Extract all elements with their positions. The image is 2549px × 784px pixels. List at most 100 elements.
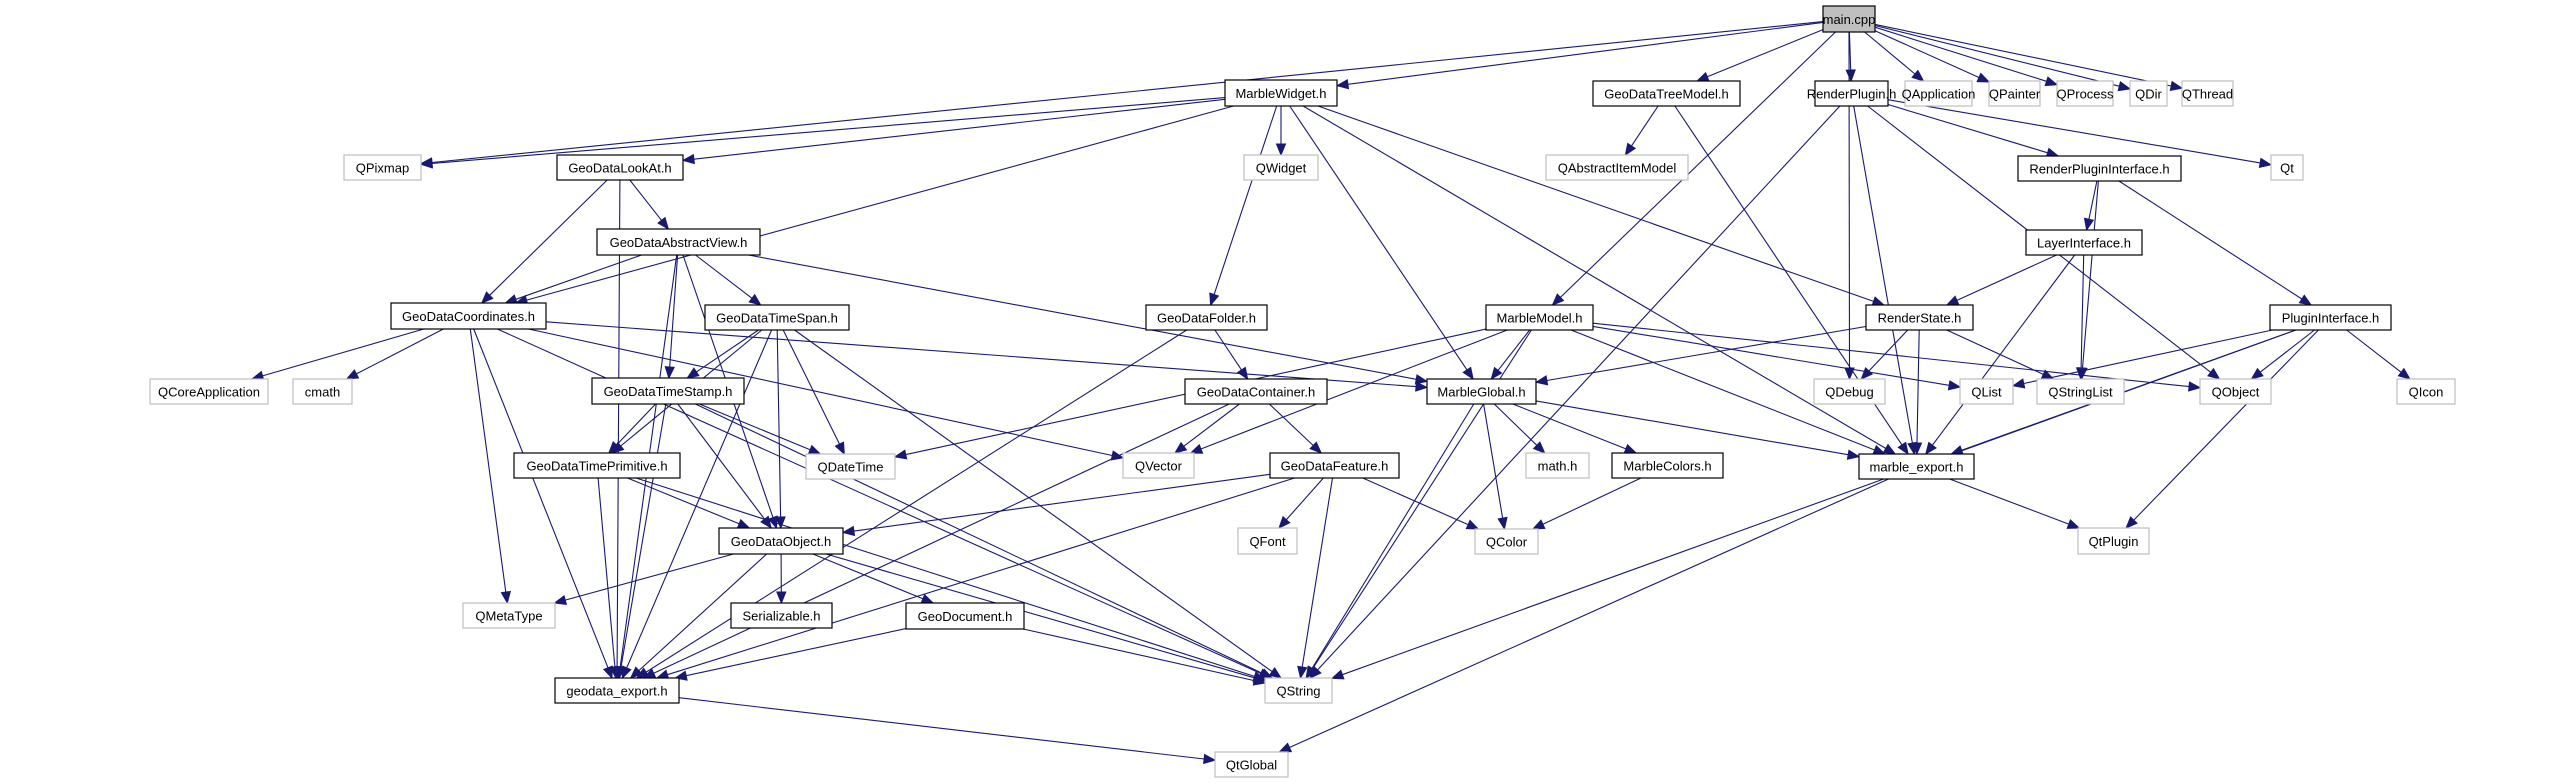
edge-geo-data-object-h-to-qmeta-type — [553, 553, 734, 605]
node-label: QColor — [1486, 535, 1528, 550]
edge-marble-model-h-to-qobject — [1592, 322, 2202, 392]
node-label: QtPlugin — [2089, 534, 2139, 549]
node-plugin-interface-h[interactable]: PluginInterface.h — [2269, 304, 2392, 331]
node-qt-global: QtGlobal — [1214, 751, 1289, 778]
edge-render-plugin-interface-h-to-plugin-interface-h — [2118, 180, 2313, 306]
node-geo-data-time-primitive-h[interactable]: GeoDataTimePrimitive.h — [513, 452, 681, 479]
edge-geo-data-time-primitive-h-to-qstring — [635, 477, 1267, 682]
edge-geo-data-abstract-view-h-to-marble-global-h — [748, 254, 1429, 385]
edge-marble-model-h-to-marble-global-h — [1490, 329, 1531, 381]
edge-line — [565, 553, 734, 601]
node-label: QApplication — [1902, 87, 1976, 102]
node-geo-data-time-stamp-h[interactable]: GeoDataTimeStamp.h — [591, 377, 745, 405]
node-label: cmath — [305, 385, 340, 400]
edge-line — [1512, 403, 1627, 450]
edge-line — [627, 477, 740, 525]
arrowhead-icon — [1949, 445, 1964, 456]
arrowhead-icon — [1305, 665, 1317, 680]
node-marble-model-h[interactable]: MarbleModel.h — [1485, 304, 1594, 331]
node-geo-data-abstract-view-h[interactable]: GeoDataAbstractView.h — [596, 228, 761, 256]
edge-line — [638, 553, 768, 672]
node-geo-data-tree-model-h[interactable]: GeoDataTreeModel.h — [1592, 80, 1741, 107]
arrowhead-icon — [1897, 441, 1909, 456]
node-label: geodata_export.h — [566, 684, 667, 699]
node-geo-data-coordinates-h[interactable]: GeoDataCoordinates.h — [390, 302, 547, 330]
edge-plugin-interface-h-to-qobject — [2250, 329, 2315, 380]
node-geo-data-container-h[interactable]: GeoDataContainer.h — [1184, 378, 1328, 405]
node-cmath: cmath — [292, 378, 353, 405]
node-render-plugin-h[interactable]: RenderPlugin.h — [1807, 80, 1897, 107]
node-label: QDir — [2135, 87, 2162, 102]
node-geo-data-folder-h[interactable]: GeoDataFolder.h — [1145, 304, 1268, 331]
edge-main-cpp-to-geo-data-tree-model-h — [1695, 29, 1824, 82]
edge-geo-data-container-h-to-qvector — [1173, 403, 1240, 454]
edge-geo-data-time-span-h-to-qdate-time — [782, 329, 845, 456]
node-label: RenderPluginInterface.h — [2029, 162, 2169, 177]
arrowhead-icon — [1209, 292, 1220, 307]
edge-line — [1302, 105, 1886, 449]
arrowhead-icon — [1203, 753, 1217, 765]
node-geo-data-look-at-h[interactable]: GeoDataLookAt.h — [556, 154, 684, 181]
node-qstring: QString — [1264, 677, 1333, 704]
node-geo-data-feature-h[interactable]: GeoDataFeature.h — [1269, 452, 1400, 479]
node-marble-colors-h[interactable]: MarbleColors.h — [1611, 452, 1724, 479]
edge-marble-widget-h-to-geo-data-coordinates-h — [514, 105, 1234, 305]
node-serializable-h[interactable]: Serializable.h — [730, 602, 833, 629]
node-label: MarbleColors.h — [1623, 459, 1711, 474]
node-main-cpp[interactable]: main.cpp — [1822, 5, 1876, 33]
node-box — [556, 154, 684, 181]
node-label: QPixmap — [356, 161, 409, 176]
edge-main-cpp-to-render-plugin-h — [1845, 31, 1856, 83]
edge-geo-data-feature-h-to-qstring — [1297, 477, 1334, 680]
arrowhead-icon — [504, 294, 519, 305]
node-render-state-h[interactable]: RenderState.h — [1865, 304, 1974, 331]
arrowhead-icon — [2169, 80, 2184, 92]
arrowhead-icon — [480, 291, 494, 304]
node-qdate-time: QDateTime — [805, 453, 896, 480]
edge-render-state-h-to-marble-global-h — [1534, 325, 1867, 386]
node-render-plugin-interface-h[interactable]: RenderPluginInterface.h — [2017, 155, 2182, 182]
node-box — [513, 452, 681, 479]
node-layer-interface-h[interactable]: LayerInterface.h — [2025, 229, 2143, 256]
arrowhead-icon — [1945, 295, 1960, 306]
edge-line — [1887, 99, 2261, 164]
node-box — [1988, 80, 2041, 107]
node-marble-widget-h[interactable]: MarbleWidget.h — [1224, 79, 1338, 107]
edge-line — [1214, 329, 1242, 371]
edge-layer-interface-h-to-render-state-h — [1945, 254, 2057, 306]
edge-line — [1497, 329, 1531, 371]
edge-marble-model-h-to-qlist — [1592, 325, 1962, 391]
edge-line — [1592, 325, 1950, 386]
edge-geo-data-object-h-to-geodata-export-h — [629, 553, 768, 679]
node-label: GeoDataTreeModel.h — [1604, 87, 1729, 102]
node-geo-document-h[interactable]: GeoDocument.h — [905, 602, 1025, 630]
arrowhead-icon — [2066, 519, 2081, 529]
edge-geo-data-coordinates-h-to-cmath — [345, 328, 444, 380]
arrowhead-icon — [602, 665, 613, 680]
node-label: Serializable.h — [742, 609, 820, 624]
node-geo-data-object-h[interactable]: GeoDataObject.h — [718, 527, 844, 555]
edge-main-cpp-to-marble-widget-h — [1335, 21, 1824, 90]
node-box — [1611, 452, 1724, 479]
node-label: QThread — [2182, 87, 2233, 102]
arrowhead-icon — [2083, 217, 2095, 232]
node-box — [1184, 378, 1328, 405]
node-qpainter: QPainter — [1988, 80, 2041, 107]
edge-line — [1289, 478, 1889, 749]
edge-line — [748, 254, 1417, 380]
arrowhead-icon — [1911, 69, 1925, 82]
node-marble-global-h[interactable]: MarbleGlobal.h — [1426, 378, 1537, 405]
edge-marble-widget-h-to-marble-global-h — [1289, 105, 1474, 381]
edge-marble-global-h-to-marble-colors-h — [1512, 403, 1638, 454]
edge-geo-data-feature-h-to-geodata-export-h — [655, 477, 1295, 680]
node-box — [596, 228, 761, 256]
edge-line — [695, 254, 753, 299]
edge-line — [1183, 403, 1240, 447]
node-box — [1474, 528, 1539, 555]
node-marble-export-h[interactable]: marble_export.h — [1858, 453, 1975, 480]
node-geo-data-time-span-h[interactable]: GeoDataTimeSpan.h — [704, 304, 850, 331]
node-geodata-export-h[interactable]: geodata_export.h — [554, 677, 680, 704]
edge-marble-global-h-to-qstring — [1305, 403, 1475, 680]
edge-line — [1362, 477, 1469, 526]
edge-layer-interface-h-to-marble-export-h — [1925, 254, 2076, 456]
